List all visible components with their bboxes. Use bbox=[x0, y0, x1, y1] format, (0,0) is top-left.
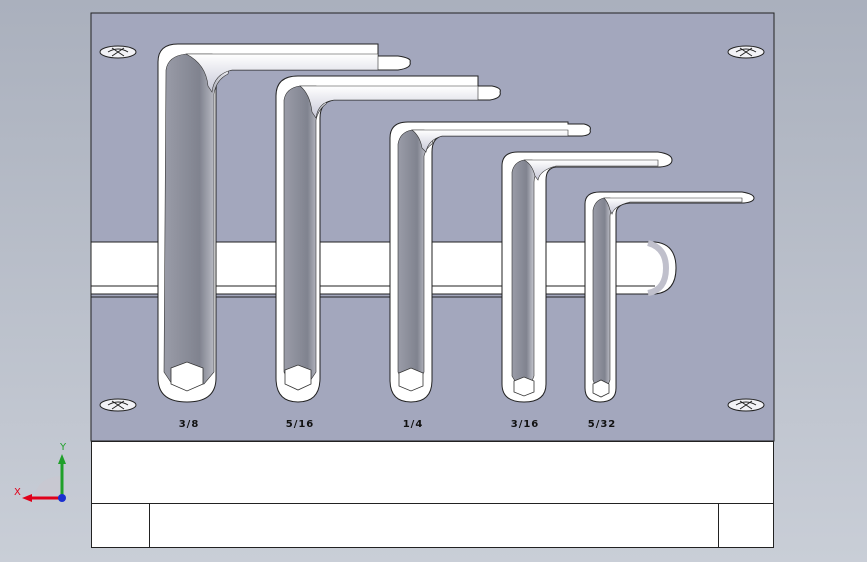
axis-triad-icon: Y X bbox=[14, 442, 74, 508]
bar-channel-end bbox=[647, 240, 670, 296]
screw-head-icon bbox=[727, 398, 765, 412]
title-block-divider bbox=[92, 503, 773, 504]
screw-head-icon bbox=[99, 45, 137, 59]
hex-key-slot-5-32[interactable] bbox=[584, 191, 755, 403]
title-block-divider bbox=[149, 503, 150, 547]
title-block-divider bbox=[718, 503, 719, 547]
hex-key-slot-3-16[interactable] bbox=[501, 151, 673, 403]
screw-head-icon bbox=[727, 45, 765, 59]
size-label-3-8: 3/8 bbox=[178, 419, 200, 430]
screw-head-icon bbox=[99, 398, 137, 412]
size-label-3-16: 3/16 bbox=[510, 419, 540, 430]
y-axis-label: Y bbox=[60, 442, 67, 453]
title-block bbox=[91, 441, 774, 548]
x-axis-label: X bbox=[14, 487, 21, 498]
size-label-1-4: 1/4 bbox=[402, 419, 424, 430]
hex-key-slot-1-4[interactable] bbox=[389, 121, 591, 403]
hex-key-slot-3-8[interactable] bbox=[157, 43, 411, 403]
hex-key-slot-5-16[interactable] bbox=[275, 75, 501, 403]
size-label-5-32: 5/32 bbox=[587, 419, 617, 430]
size-label-5-16: 5/16 bbox=[285, 419, 315, 430]
